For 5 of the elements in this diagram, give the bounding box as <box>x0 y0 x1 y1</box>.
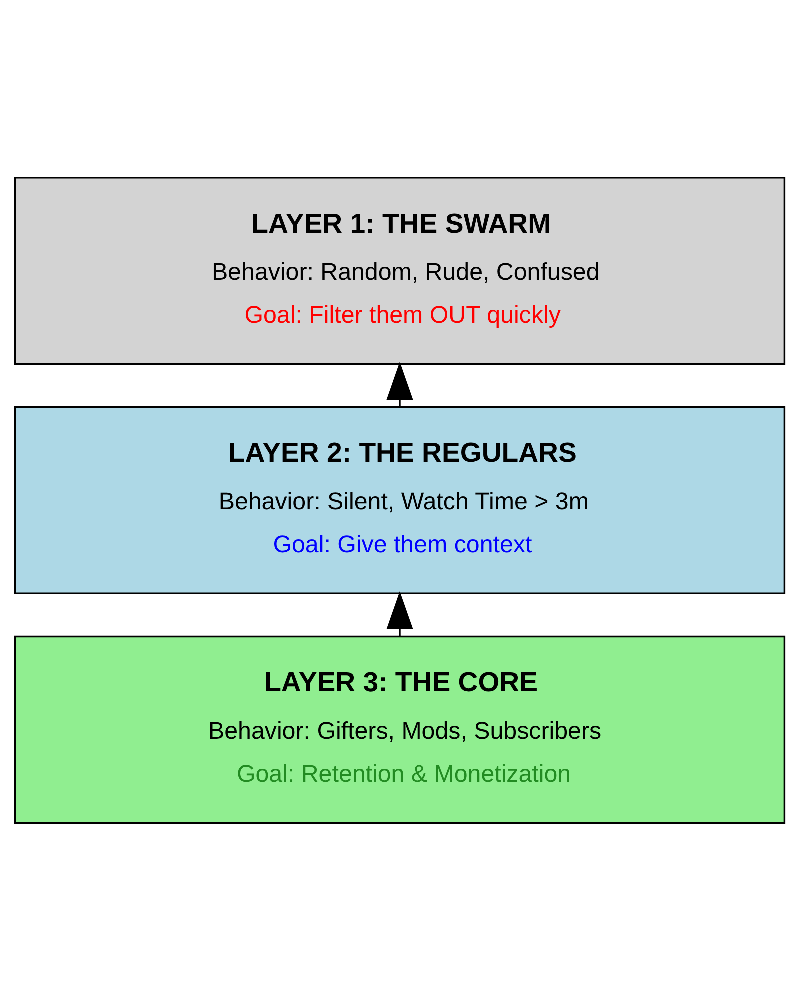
node-box: LAYER 1: THE SWARM Behavior: Random, Rude, Confused Goal: Filter them OUT quickly <box>14 176 786 365</box>
arrow <box>386 362 414 406</box>
node-box: LAYER 2: THE REGULARS Behavior: Silent, Watch Time > 3m Goal: Give them context <box>14 406 786 594</box>
arrow <box>386 590 414 636</box>
node-box: LAYER 3: THE CORE Behavior: Gifters, Mods, Subscribers Goal: Retention & Monetization <box>14 635 786 824</box>
